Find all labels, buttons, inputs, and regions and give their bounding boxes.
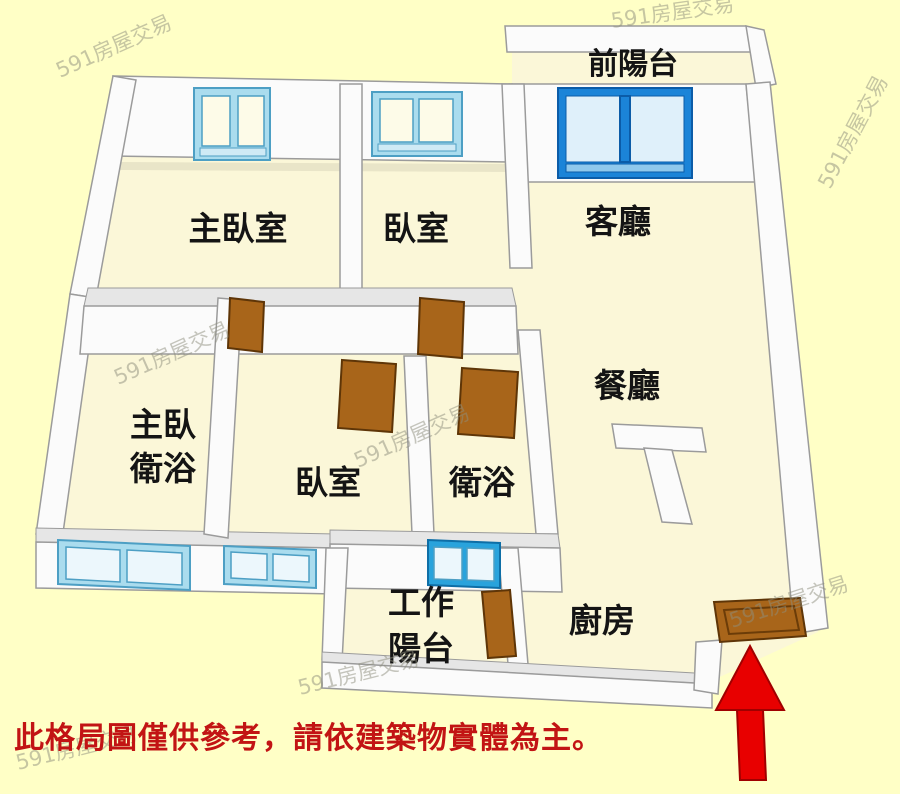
label-bedroom-top: 臥室	[383, 209, 449, 248]
window-master-pane-right	[237, 95, 265, 147]
window-living-sill	[565, 163, 685, 173]
wall-master-bedroom-divider	[339, 83, 363, 293]
window-master-pane-left	[201, 95, 231, 147]
wall-right-outer	[745, 81, 829, 635]
entrance-door-panel	[722, 604, 801, 636]
window-bottomleft2-pane-right	[272, 553, 310, 583]
label-kitchen: 廚房	[569, 601, 635, 640]
front-balcony-right-wall	[745, 25, 777, 89]
window-bedroomtop-pane-left	[379, 98, 414, 143]
window-bedroommid-exterior	[223, 544, 317, 590]
window-masterbath-exterior	[57, 538, 191, 592]
wall-bottom-face	[321, 661, 713, 709]
window-bedroomtop-sill	[377, 143, 457, 152]
window-bottomleft2-pane-left	[230, 551, 268, 581]
label-living-room: 客廳	[585, 202, 651, 241]
window-bedroom-top	[371, 91, 463, 157]
label-master-bath-line1: 主臥	[130, 405, 196, 444]
entrance-arrow-icon	[714, 643, 786, 781]
entrance-door	[712, 596, 808, 644]
wall-top-shadow	[118, 162, 508, 172]
window-work-balcony	[427, 538, 501, 590]
label-bathroom: 衛浴	[448, 463, 516, 502]
wall-dining-kitchen-vert	[643, 447, 693, 525]
label-master-bedroom: 主臥室	[189, 209, 288, 248]
window-living-mullion	[619, 95, 631, 163]
front-balcony-floor	[512, 48, 762, 88]
door-bathroom	[456, 366, 520, 440]
wall-bottom-right-stub	[693, 639, 723, 695]
window-bedroomtop-pane-right	[418, 98, 454, 143]
entrance-arrow-shaft	[735, 709, 768, 781]
door-master-bedroom	[226, 296, 266, 354]
wall-bedroom-living-upper	[501, 83, 533, 269]
label-work-balcony-line1: 工作	[388, 583, 454, 622]
label-work-balcony-line2: 陽台	[388, 629, 454, 668]
wall-dining-kitchen-stub	[611, 423, 707, 453]
door-bedroom-top	[416, 296, 466, 360]
disclaimer-text: 此格局圖僅供參考，請依建築物實體為主。	[14, 721, 603, 756]
label-master-bath-line2: 衛浴	[129, 449, 197, 488]
window-bottomleft1-pane-left	[65, 546, 121, 583]
label-bedroom-mid: 臥室	[295, 463, 361, 502]
window-master-sill	[199, 147, 267, 157]
wall-mid-horizontal-face	[79, 305, 519, 355]
window-master-bedroom	[193, 87, 271, 161]
window-living-room	[557, 87, 693, 179]
door-bedroom-mid	[336, 358, 398, 434]
label-dining-room: 餐廳	[594, 366, 660, 405]
label-front-balcony: 前陽台	[588, 47, 678, 82]
window-workbalcony-pane-left	[433, 546, 463, 581]
window-bottomleft1-pane-right	[126, 549, 183, 586]
window-workbalcony-pane-right	[466, 547, 495, 582]
door-kitchen-balcony	[480, 588, 518, 660]
